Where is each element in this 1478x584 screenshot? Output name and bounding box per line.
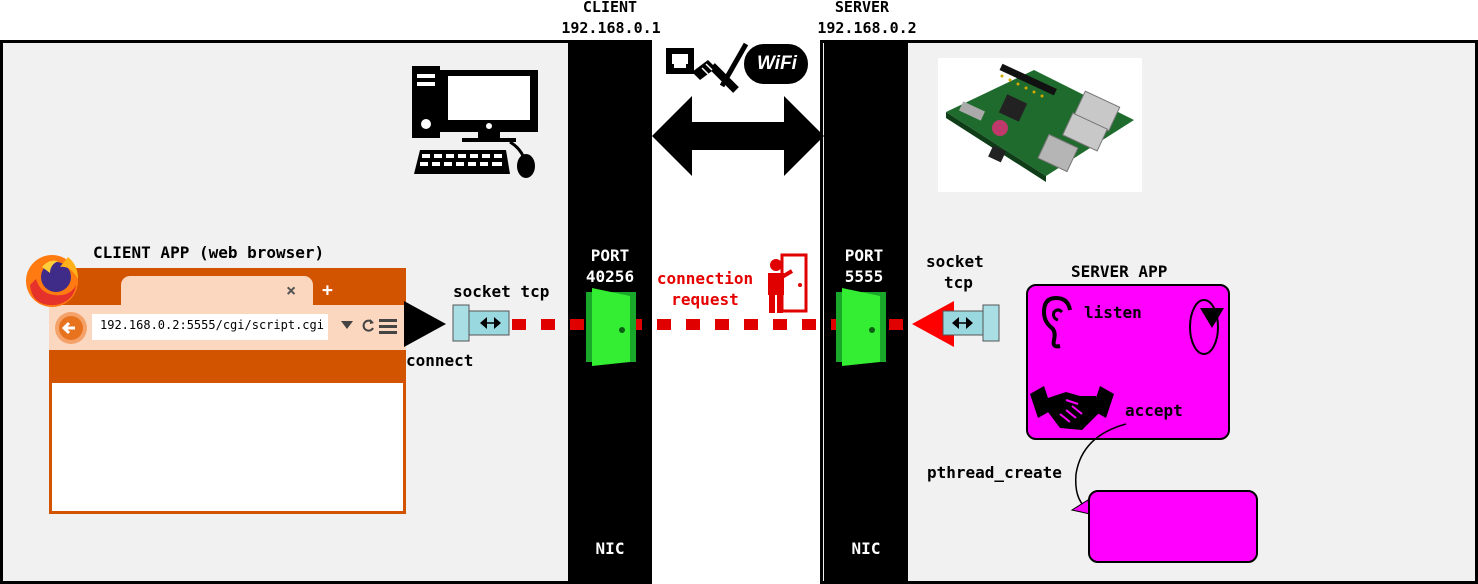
server-app-title: SERVER APP: [1071, 262, 1168, 281]
client-title: CLIENT: [582, 0, 638, 16]
connect-label: connect: [406, 351, 474, 370]
connection-request-line1: connection: [656, 269, 754, 288]
menu-hamburger-icon[interactable]: [379, 318, 397, 334]
client-nic-label: NIC: [595, 539, 625, 558]
reload-icon[interactable]: [361, 318, 375, 334]
tab-add-icon[interactable]: +: [322, 280, 333, 301]
pthread-create-label: pthread_create: [927, 463, 1062, 482]
browser-tab[interactable]: [121, 276, 313, 308]
connection-request-line2: request: [671, 290, 739, 309]
handshake-icon: [1030, 386, 1114, 430]
server-ip: 192.168.0.2: [817, 19, 917, 37]
wifi-logo-text: WiFi: [757, 53, 797, 74]
address-bar[interactable]: [92, 314, 328, 340]
client-socket-connect-arrow: [404, 301, 446, 347]
slash-separator-icon: [719, 42, 749, 88]
server-socket-icon: [942, 304, 1000, 342]
client-port-title: PORT: [590, 246, 630, 265]
server-port-number: 5555: [844, 267, 884, 286]
browser-bottom-strip: [49, 350, 406, 380]
client-ip: 192.168.0.1: [561, 19, 661, 37]
server-title: SERVER: [834, 0, 890, 16]
client-port-number: 40256: [585, 267, 635, 286]
thread-box: [1088, 490, 1258, 563]
server-port-title: PORT: [844, 246, 884, 265]
server-port-door-icon: [836, 288, 886, 366]
raspberry-pi-board-image: [938, 58, 1142, 192]
server-nic-label: NIC: [851, 539, 881, 558]
client-app-title: CLIENT APP (web browser): [93, 243, 325, 262]
client-socket-label: socket tcp: [453, 282, 550, 301]
client-socket-icon: [452, 304, 510, 342]
connection-dotted-line: [512, 319, 912, 330]
client-port-door-icon: [586, 288, 636, 366]
address-bar-url[interactable]: 192.168.0.2:5555/cgi/script.cgi: [100, 318, 324, 332]
firefox-logo-icon: [26, 255, 78, 307]
loop-cycle-icon: [1189, 299, 1224, 355]
desktop-computer-icon: [412, 66, 538, 178]
person-knocking-door-icon: [768, 253, 808, 313]
accept-label: accept: [1125, 401, 1183, 420]
dropdown-arrow-icon[interactable]: [341, 321, 353, 331]
wifi-logo-icon: WiFi: [744, 44, 808, 84]
ear-icon: [1041, 295, 1072, 349]
server-socket-label-line1: socket: [926, 252, 984, 271]
browser-content-area: [49, 380, 406, 514]
network-double-arrow-icon: [652, 96, 824, 176]
tab-close-icon[interactable]: ×: [286, 281, 297, 301]
server-socket-label-line2: tcp: [944, 273, 973, 292]
back-arrow-icon[interactable]: [54, 311, 88, 345]
listen-label: listen: [1084, 303, 1142, 322]
